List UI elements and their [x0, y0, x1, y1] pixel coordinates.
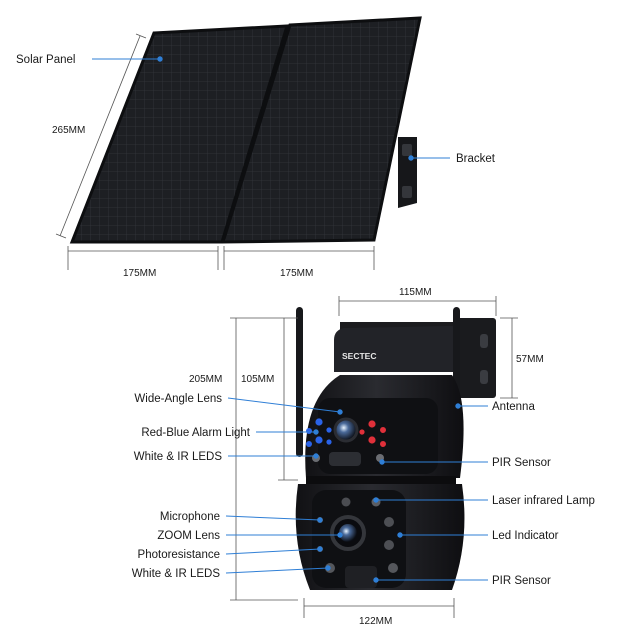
- solar-width-left-label: 175MM: [123, 268, 156, 279]
- camera-wall-bracket: [454, 318, 496, 398]
- label-laser-infrared-lamp: Laser infrared Lamp: [492, 495, 595, 507]
- label-photoresistance: Photoresistance: [138, 549, 220, 561]
- camera-callouts: [225, 397, 488, 583]
- camera-top-width-label: 115MM: [399, 287, 432, 298]
- solar-bracket: [398, 137, 417, 208]
- label-white-ir-leds-lower: White & IR LEDS: [132, 568, 221, 580]
- label-zoom-lens: ZOOM Lens: [157, 530, 220, 542]
- label-white-ir-leds-upper: White & IR LEDS: [134, 451, 223, 463]
- camera-upper-height-label: 105MM: [241, 374, 274, 385]
- solar-width-right-label: 175MM: [280, 268, 313, 279]
- led-indicator: [384, 517, 394, 550]
- label-red-blue-alarm-light: Red-Blue Alarm Light: [141, 427, 250, 439]
- bracket-label: Bracket: [456, 153, 496, 165]
- label-antenna: Antenna: [492, 401, 535, 413]
- solar-height-label: 265MM: [52, 125, 85, 136]
- solar-panel-right: [220, 16, 422, 244]
- antenna-left: [296, 307, 303, 457]
- label-pir-sensor-upper: PIR Sensor: [492, 457, 551, 469]
- wide-angle-lens: [333, 417, 359, 443]
- alarm-light-blue: [306, 418, 332, 447]
- camera-total-height-label: 205MM: [189, 374, 222, 385]
- label-microphone: Microphone: [160, 511, 220, 523]
- label-led-indicator: Led Indicator: [492, 530, 559, 542]
- camera: SECTEC: [295, 307, 496, 590]
- solar-panel-label: Solar Panel: [16, 54, 75, 66]
- brand-logo: SECTEC: [342, 351, 376, 361]
- solar-dimensions: [55, 33, 375, 270]
- pir-sensor-upper: [329, 452, 361, 466]
- pir-sensor-lower: [345, 566, 377, 588]
- alarm-light-red: [359, 420, 386, 447]
- label-wide-angle-lens: Wide-Angle Lens: [134, 393, 222, 405]
- solar-panel: [69, 16, 422, 244]
- solar-callouts: [92, 56, 450, 161]
- camera-base-width-label: 122MM: [359, 616, 392, 627]
- camera-bracket-height-label: 57MM: [516, 354, 544, 365]
- label-pir-sensor-lower: PIR Sensor: [492, 575, 551, 587]
